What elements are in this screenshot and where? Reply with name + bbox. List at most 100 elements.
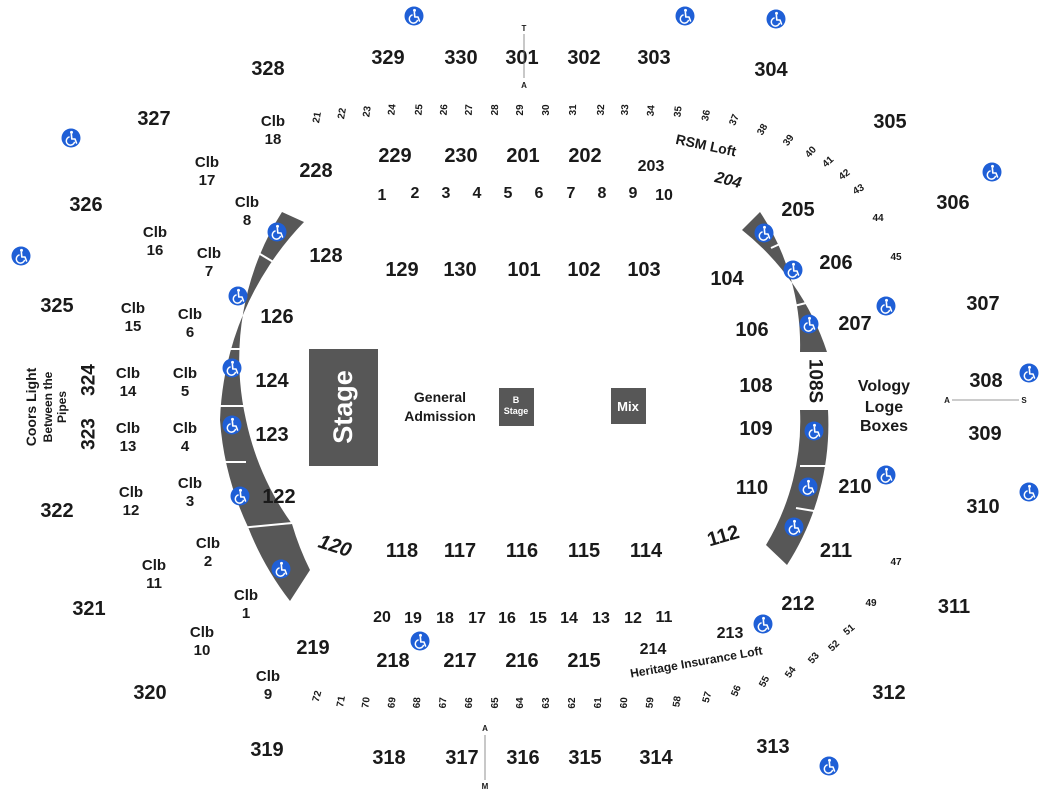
section-329[interactable]: 329 [371, 47, 404, 69]
section-320[interactable]: 320 [133, 682, 166, 704]
section-215[interactable]: 215 [567, 650, 600, 672]
section-203[interactable]: 203 [638, 158, 665, 175]
section-101[interactable]: 101 [507, 259, 540, 281]
section-115[interactable]: 115 [568, 540, 600, 562]
section-322[interactable]: 322 [40, 500, 73, 522]
suite-box[interactable]: 39 [781, 132, 797, 148]
section-211[interactable]: 211 [820, 540, 852, 562]
right-floor-block-lower[interactable] [766, 410, 829, 565]
suite-box[interactable]: 52 [826, 638, 842, 654]
section-120[interactable]: 120 [316, 531, 355, 562]
section-114[interactable]: 114 [630, 540, 663, 562]
section-306[interactable]: 306 [936, 192, 969, 214]
left-floor-block-upper[interactable] [220, 212, 304, 420]
section-210[interactable]: 210 [838, 476, 871, 498]
section-129[interactable]: 129 [385, 259, 418, 281]
section-314[interactable]: 314 [639, 747, 673, 769]
section-315[interactable]: 315 [568, 747, 601, 769]
section-316[interactable]: 316 [506, 747, 539, 769]
section-126[interactable]: 126 [260, 306, 293, 328]
section-116[interactable]: 116 [506, 540, 538, 562]
section-313[interactable]: 313 [756, 736, 789, 758]
suite-box[interactable]: 64 [515, 697, 526, 709]
suite-box[interactable]: 54 [783, 664, 799, 680]
b-stage[interactable] [499, 388, 534, 426]
suite-box[interactable]: 58 [671, 695, 684, 708]
suite-box[interactable]: 37 [727, 112, 742, 127]
suite-box[interactable]: 66 [464, 697, 475, 709]
section-201[interactable]: 201 [506, 145, 539, 167]
suite-box[interactable]: 45 [890, 252, 902, 263]
suite-box[interactable]: 35 [672, 105, 684, 118]
section-206[interactable]: 206 [819, 252, 852, 274]
suite-box[interactable]: 53 [806, 650, 822, 666]
suite-box[interactable]: 57 [701, 690, 715, 704]
suite-box[interactable]: 47 [890, 557, 902, 568]
suite-box[interactable]: 56 [729, 683, 744, 698]
section-325[interactable]: 325 [40, 295, 73, 317]
section-130[interactable]: 130 [443, 259, 476, 281]
suite-box[interactable]: 44 [872, 213, 884, 224]
suite-box[interactable]: 30 [541, 104, 552, 116]
section-104[interactable]: 104 [710, 268, 744, 290]
suite-box[interactable]: 24 [386, 103, 398, 116]
suite-box[interactable]: 27 [464, 104, 475, 116]
suite-box[interactable]: 51 [842, 622, 858, 638]
suite-box[interactable]: 42 [837, 167, 853, 183]
section-309[interactable]: 309 [968, 423, 1001, 445]
suite-box[interactable]: 68 [412, 696, 424, 708]
suite-box[interactable]: 21 [311, 111, 324, 124]
section-301[interactable]: 301 [505, 47, 538, 69]
section-317[interactable]: 317 [445, 747, 478, 769]
suite-box[interactable]: 63 [541, 697, 552, 709]
suite-box[interactable]: 59 [645, 696, 657, 708]
section-312[interactable]: 312 [872, 682, 905, 704]
mix-position[interactable] [611, 388, 646, 424]
suite-box[interactable]: 72 [311, 689, 325, 703]
suite-box[interactable]: 36 [700, 108, 713, 122]
suite-box[interactable]: 71 [335, 695, 348, 708]
section-219[interactable]: 219 [296, 637, 329, 659]
section-230[interactable]: 230 [444, 145, 477, 167]
suite-box[interactable]: 38 [755, 122, 770, 138]
section-303[interactable]: 303 [637, 47, 670, 69]
section-228[interactable]: 228 [299, 160, 332, 182]
suite-box[interactable]: 49 [865, 598, 877, 609]
section-304[interactable]: 304 [754, 59, 788, 81]
section-217[interactable]: 217 [443, 650, 476, 672]
section-323[interactable]: 323 [79, 418, 100, 450]
suite-box[interactable]: 60 [619, 697, 631, 709]
suite-box[interactable]: 22 [336, 107, 349, 120]
section-319[interactable]: 319 [250, 739, 283, 761]
section-318[interactable]: 318 [372, 747, 405, 769]
section-109[interactable]: 109 [739, 418, 772, 440]
section-213[interactable]: 213 [717, 625, 744, 642]
suite-box[interactable]: 70 [360, 696, 373, 709]
section-106[interactable]: 106 [735, 319, 768, 341]
suite-box[interactable]: 61 [593, 697, 604, 709]
section-103[interactable]: 103 [627, 259, 660, 281]
suite-box[interactable]: 26 [439, 103, 451, 115]
suite-box[interactable]: 65 [490, 697, 501, 709]
section-102[interactable]: 102 [567, 259, 600, 281]
section-330[interactable]: 330 [444, 47, 477, 69]
section-112[interactable]: 112 [705, 521, 742, 551]
suite-box[interactable]: 31 [568, 104, 579, 116]
section-110[interactable]: 110 [736, 477, 768, 499]
suite-box[interactable]: 43 [851, 182, 867, 197]
section-214[interactable]: 214 [640, 641, 667, 658]
